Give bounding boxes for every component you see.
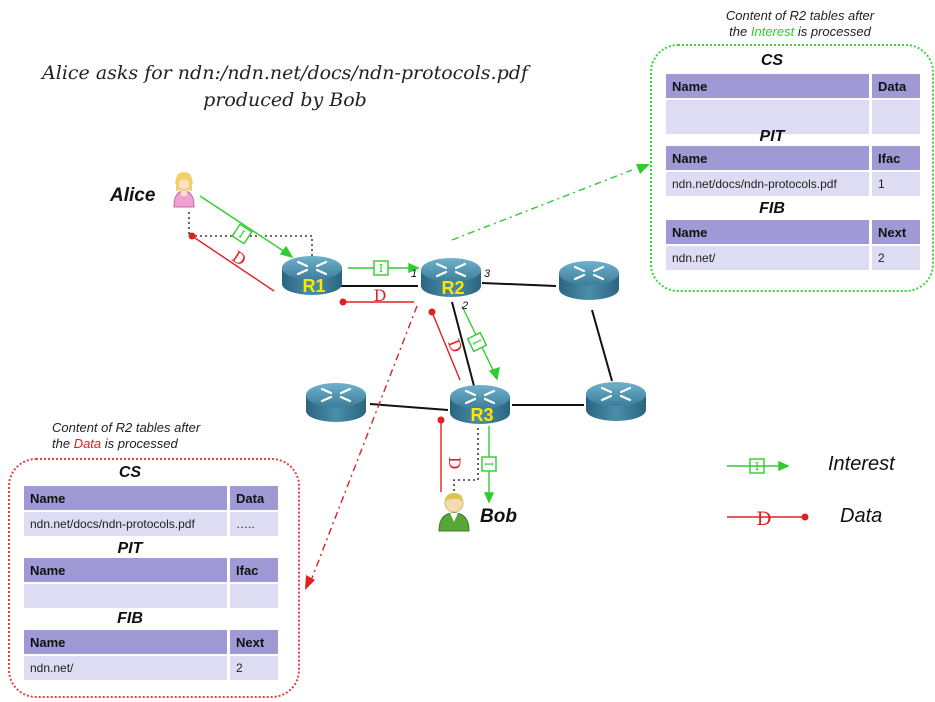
interest-caption-line-1: Content of R2 tables after [725,8,875,23]
data-fib-title: FIB [117,610,143,627]
data-pit-title: PIT [117,540,143,557]
alice-label: Alice [110,185,156,206]
data-packet-1: D [228,247,249,270]
svg-text:I: I [236,228,247,241]
router-label-r2: R2 [441,278,464,298]
alice-icon [173,172,195,208]
bob-attach-line [453,428,479,493]
interest-pit-header-ifac: Ifac [869,146,920,171]
legend-interest-label: Interest [828,453,895,475]
interest-packet-4: I [481,456,497,472]
interest-pit-header-name: Name [666,146,871,171]
data-path-r3-r2 [431,311,461,381]
port-label-2: 2 [462,300,469,312]
interest-cs-header-name: Name [666,74,871,99]
legend-data-label: Data [840,505,883,527]
interest-fib-cell-next: 2 [869,244,920,270]
data-caption-highlight: Data [73,436,102,451]
data-packet-3: D [444,336,466,355]
title-line-1: Alice asks for ndn:/ndn.net/docs/ndn-pro… [42,62,528,84]
svg-text:I: I [379,262,383,275]
data-fib-header-next: Next [227,630,278,655]
data-cs-header-data: Data [227,486,278,511]
data-panel-caption: Content of R2 tables after the Data is p… [52,420,272,452]
title-line-2: produced by Bob [203,89,367,111]
data-cs-header-name: Name [24,486,229,511]
data-path-r1-alice [191,235,275,292]
data-caption-line-2: the Data is processed [52,436,178,451]
leader-to-data-panel [311,305,418,579]
data-packet-2: D [374,286,387,305]
interest-packet-1: I [231,223,253,245]
interest-panel-caption: Content of R2 tables after the Interest … [690,8,910,40]
alice-attach-line [188,212,313,262]
link-r2-r3 [451,301,475,387]
svg-text:I: I [470,337,484,347]
interest-fib-header-name: Name [666,220,871,245]
interest-cs-title: CS [760,52,784,69]
interest-fib-title: FIB [759,200,785,217]
svg-text:I: I [482,462,495,466]
bob-label: Bob [480,506,517,527]
interest-fib-cell-name: ndn.net/ [666,244,871,270]
router-label-r3: R3 [470,405,493,425]
link-left-r3 [369,403,449,411]
router-top-right [557,259,621,302]
diagram-title: Alice asks for ndn:/ndn.net/docs/ndn-pro… [20,60,550,114]
router-label-r1: R1 [302,276,325,296]
data-cs-cell-data: ….. [227,510,278,536]
leader-to-interest-panel [451,169,633,241]
interest-fib-header-next: Next [869,220,920,245]
data-cs-cell-name: ndn.net/docs/ndn-protocols.pdf [24,510,229,536]
interest-path-alice-r1 [199,195,289,255]
legend-data-packet: D [756,508,771,530]
interest-caption-line-2: the Interest is processed [729,24,871,39]
router-bottom-right [584,380,648,423]
link-r2-top-right [481,282,557,287]
interest-pit-title: PIT [759,128,785,145]
interest-packet-3: I [466,331,488,353]
bob-icon [438,493,470,532]
data-fib-header-name: Name [24,630,229,655]
router-left [304,381,368,424]
data-pit-header-name: Name [24,558,229,583]
interest-pit-cell-name: ndn.net/docs/ndn-protocols.pdf [666,170,871,196]
data-fib-cell-name: ndn.net/ [24,654,229,680]
data-cs-title: CS [118,464,142,481]
interest-cs-header-data: Data [869,74,920,99]
interest-caption-highlight: Interest [750,24,795,39]
interest-cs-cell-name [666,98,871,134]
data-packet-4: D [445,457,464,470]
data-fib-cell-next: 2 [227,654,278,680]
link-top-right-bottom-right [591,309,613,382]
port-label-1: 1 [411,268,418,280]
interest-cs-cell-data [869,98,920,134]
data-pit-cell-ifac [227,582,278,608]
data-pit-cell-name [24,582,229,608]
port-label-3: 3 [484,268,491,280]
interest-pit-cell-ifac: 1 [869,170,920,196]
data-caption-line-1: Content of R2 tables after [52,420,201,435]
data-pit-header-ifac: Ifac [227,558,278,583]
interest-packet-2: I [373,260,389,276]
